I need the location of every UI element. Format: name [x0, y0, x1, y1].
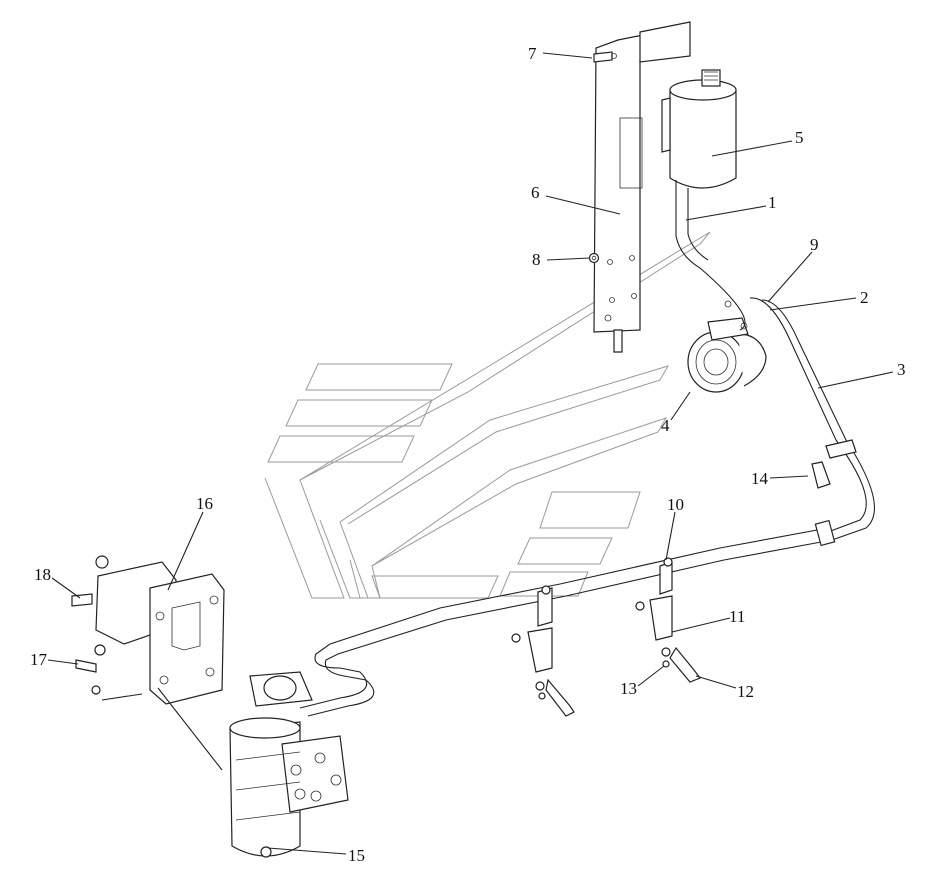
callout-18: 18 [34, 565, 51, 584]
pump-assembly [687, 300, 767, 393]
callout-15: 15 [348, 846, 365, 865]
callout-5: 5 [795, 128, 804, 147]
callout-13: 13 [620, 679, 637, 698]
left-nut [588, 252, 600, 264]
bracket-plate [593, 21, 691, 353]
callout-2: 2 [860, 288, 869, 307]
oil-reservoir [661, 69, 737, 269]
callout-labels: 7 5 6 1 8 9 2 3 4 14 10 11 12 13 15 16 1… [30, 44, 906, 865]
top-bolt [593, 51, 617, 63]
callout-4: 4 [661, 416, 670, 435]
watermark-logo [264, 231, 711, 599]
callout-1: 1 [768, 193, 777, 212]
callout-3: 3 [897, 360, 906, 379]
pipe-clip [811, 461, 831, 489]
callout-7: 7 [528, 44, 537, 63]
callout-6: 6 [531, 183, 540, 202]
callout-14: 14 [751, 469, 769, 488]
callout-9: 9 [810, 235, 819, 254]
steering-gear [229, 671, 349, 858]
gear-mounting-bracket [71, 555, 225, 705]
callout-10: 10 [667, 495, 684, 514]
mounting-brackets [511, 557, 701, 717]
leader-lines [47, 52, 894, 855]
callout-16: 16 [196, 494, 213, 513]
callout-12: 12 [737, 682, 754, 701]
callout-17: 17 [30, 650, 48, 669]
callout-8: 8 [532, 250, 541, 269]
callout-11: 11 [729, 607, 745, 626]
hydraulic-pipes [299, 267, 876, 717]
